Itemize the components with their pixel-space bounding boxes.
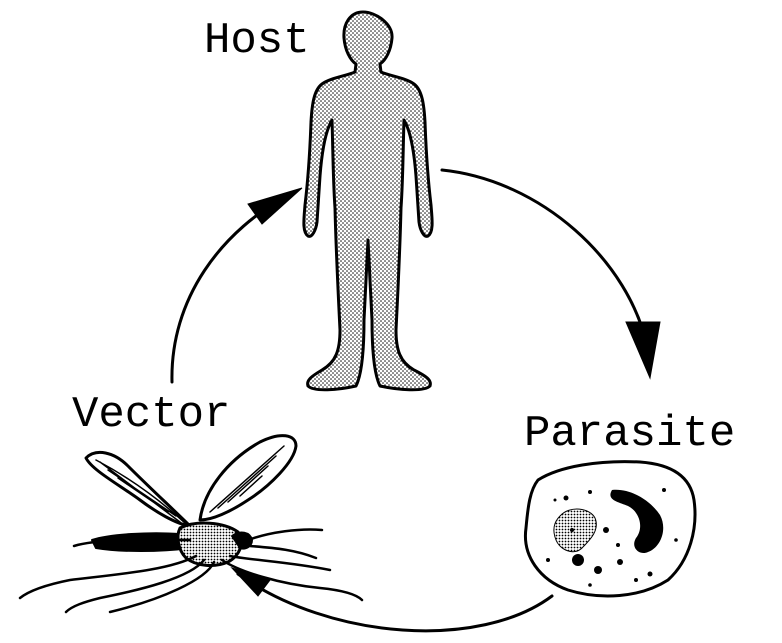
parasite-cell-icon xyxy=(525,462,695,596)
arrowhead-down xyxy=(626,322,660,378)
mosquito-icon xyxy=(20,436,362,612)
human-figure-icon xyxy=(304,12,432,390)
host-label: Host xyxy=(204,16,310,66)
arrowhead-up-right xyxy=(248,188,302,224)
vector-label: Vector xyxy=(72,390,230,440)
arrow-vector-to-host xyxy=(172,192,294,382)
arrow-host-to-parasite xyxy=(442,170,648,350)
parasite-label: Parasite xyxy=(524,409,735,459)
